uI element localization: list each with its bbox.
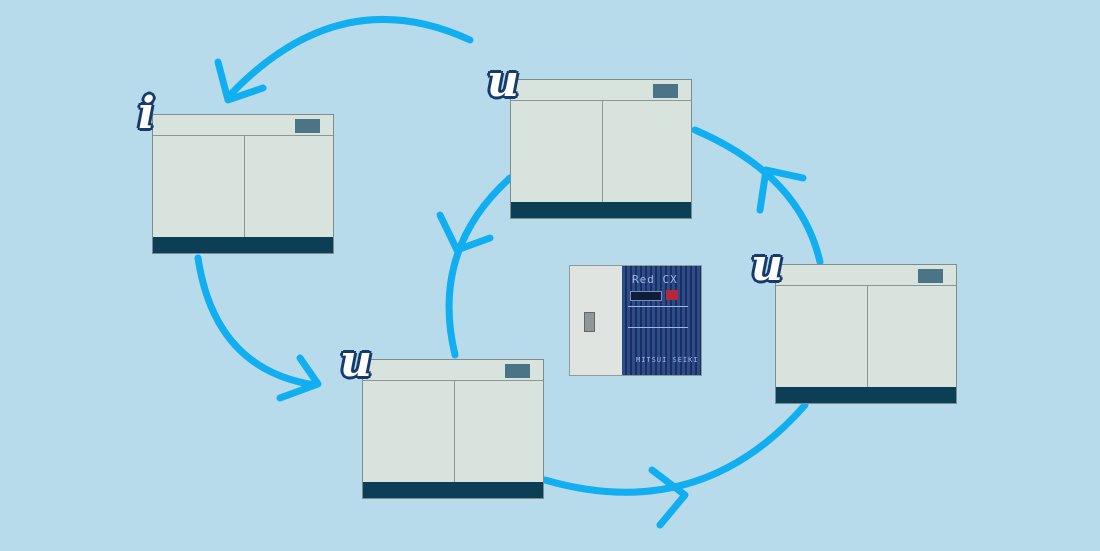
door-divider: [244, 136, 245, 237]
controller-door: [570, 266, 623, 375]
bottom-arc-arrow: [541, 401, 809, 496]
rotation-controller: Red CX MITSUI SEIKI: [569, 265, 702, 376]
control-panel: [505, 364, 530, 378]
top-arc-arrowhead: [214, 58, 267, 104]
unit-base: [511, 202, 691, 218]
unit-base: [153, 237, 333, 253]
inner-loop-left-arrow: [445, 174, 514, 359]
unit-base: [776, 387, 956, 403]
control-panel: [295, 119, 320, 133]
controller-switches: [628, 306, 688, 328]
door-handle: [584, 312, 595, 332]
control-panel: [653, 84, 678, 98]
control-panel: [918, 269, 943, 283]
right-arc-arrowhead: [756, 166, 807, 214]
unit-top-band: [511, 80, 691, 101]
unit-top-band: [153, 115, 333, 136]
controller-display: [630, 291, 662, 301]
badge-bottom-center: u: [340, 336, 372, 387]
left-arc-arrowhead: [276, 354, 322, 402]
unit-bottom-center: [362, 359, 544, 499]
badge-top-center: u: [487, 56, 519, 107]
top-arc-arrow: [226, 15, 474, 99]
unit-right: [775, 264, 957, 404]
left-arc-arrow: [194, 254, 319, 389]
unit-left: [152, 114, 334, 254]
inner-loop-left-arrowhead: [436, 211, 494, 254]
unit-top-band: [363, 360, 543, 381]
controller-face: Red CX MITSUI SEIKI: [622, 266, 701, 375]
controller-indicator: [666, 290, 678, 300]
controller-maker: MITSUI SEIKI: [636, 356, 699, 364]
door-divider: [602, 101, 603, 202]
controller-brand: Red CX: [632, 273, 678, 286]
unit-top-center: [510, 79, 692, 219]
bottom-arc-arrowhead: [648, 466, 689, 529]
door-divider: [454, 381, 455, 482]
unit-base: [363, 482, 543, 498]
right-arc-arrow: [691, 126, 824, 266]
door-divider: [867, 286, 868, 387]
badge-right: u: [751, 240, 783, 291]
badge-left: i: [138, 88, 155, 139]
unit-top-band: [776, 265, 956, 286]
